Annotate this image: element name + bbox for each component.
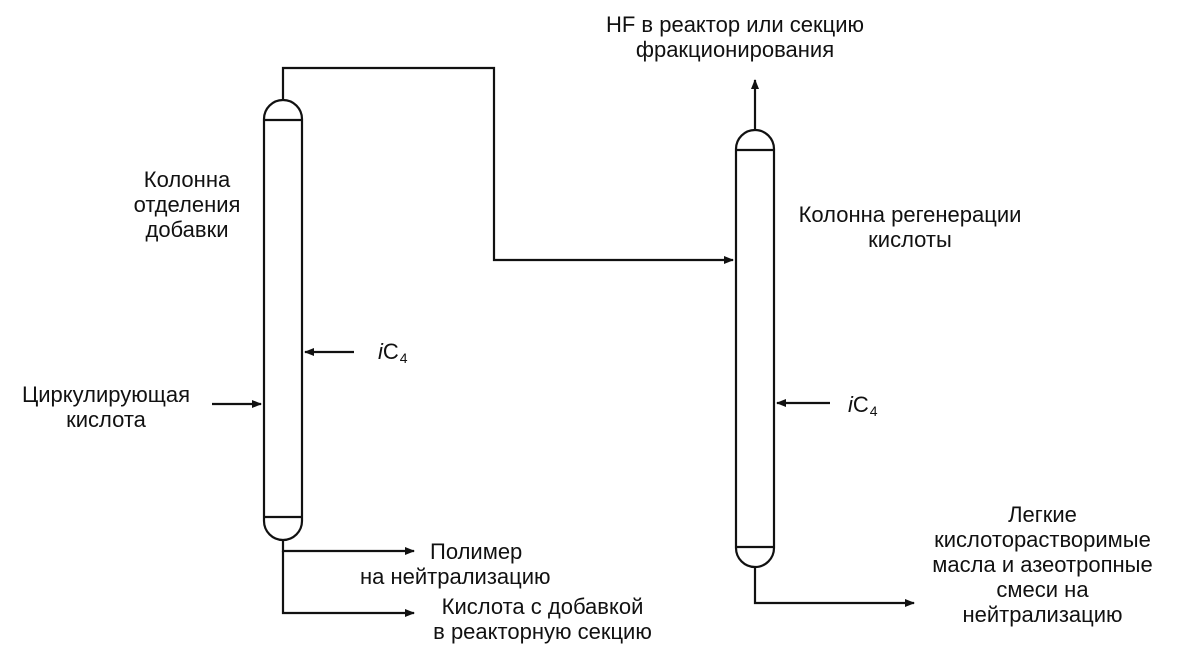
column2-label: Колонна регенерации кислоты: [798, 202, 1022, 252]
hf-outlet-label: HF в реактор или секцию фракционирования: [605, 12, 864, 62]
polymer-outlet-label: Полимер на нейтрализацию: [360, 539, 551, 589]
acid-additive-outlet-line: [281, 551, 415, 617]
circulating-acid-label: Циркулирующая кислота: [21, 382, 191, 432]
additive-separation-column: [262, 98, 304, 542]
acid-additive-outlet-label: Кислота с добавкой в реакторную секцию: [433, 594, 652, 644]
ic4-label-col2: iC4: [848, 392, 878, 419]
acid-regeneration-column: [734, 128, 776, 569]
column1-label: Колонна отделения добавки: [133, 167, 241, 242]
ic4-label-col1: iC4: [378, 339, 408, 366]
light-oils-outlet-line: [753, 567, 915, 607]
overhead-transfer-line: [281, 66, 734, 264]
light-oils-outlet-label: Легкие кислоторастворимые масла и азеотр…: [932, 502, 1153, 627]
